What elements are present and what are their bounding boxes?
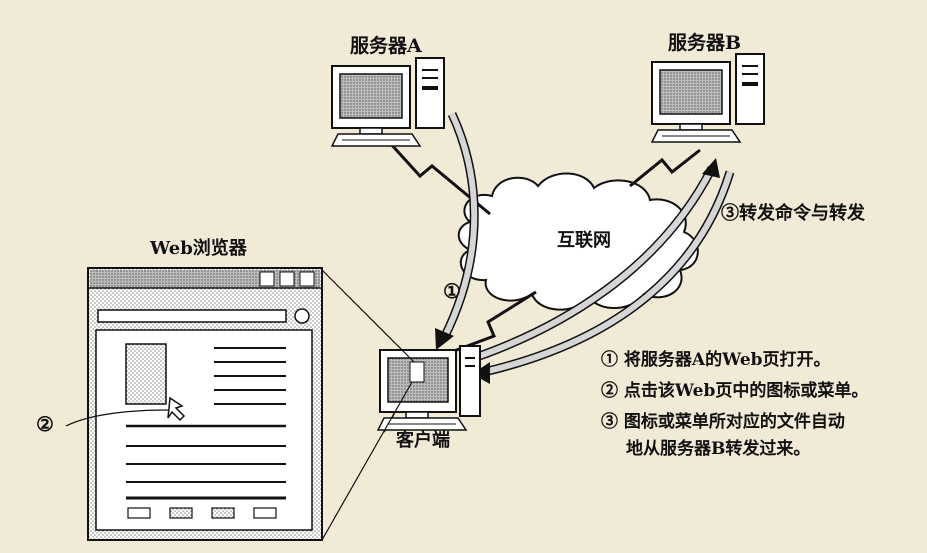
- browser-label: Web浏览器: [150, 240, 247, 258]
- server-b-label: 服务器B: [668, 34, 741, 53]
- step2-marker: ②: [36, 414, 54, 434]
- step3-label: ③转发命令与转发: [721, 205, 865, 223]
- client-label: 客户端: [396, 432, 450, 450]
- server-b-computer: [652, 54, 764, 142]
- server-a-computer: [332, 58, 444, 146]
- internet-label: 互联网: [557, 232, 611, 250]
- note-3: ③ 图标或菜单所对应的文件自动: [601, 414, 845, 431]
- step1-marker: ①: [443, 281, 461, 301]
- note-4: 地从服务器B转发过来。: [626, 441, 810, 458]
- client-computer: [378, 346, 480, 430]
- link-server-b: [630, 150, 700, 186]
- note-2: ② 点击该Web页中的图标或菜单。: [601, 383, 868, 400]
- zoom-line-top: [322, 270, 414, 362]
- server-a-label: 服务器A: [350, 37, 422, 56]
- note-1: ① 将服务器A的Web页打开。: [601, 352, 831, 369]
- zoom-line-bottom: [322, 382, 412, 540]
- web-browser-window: [88, 268, 322, 540]
